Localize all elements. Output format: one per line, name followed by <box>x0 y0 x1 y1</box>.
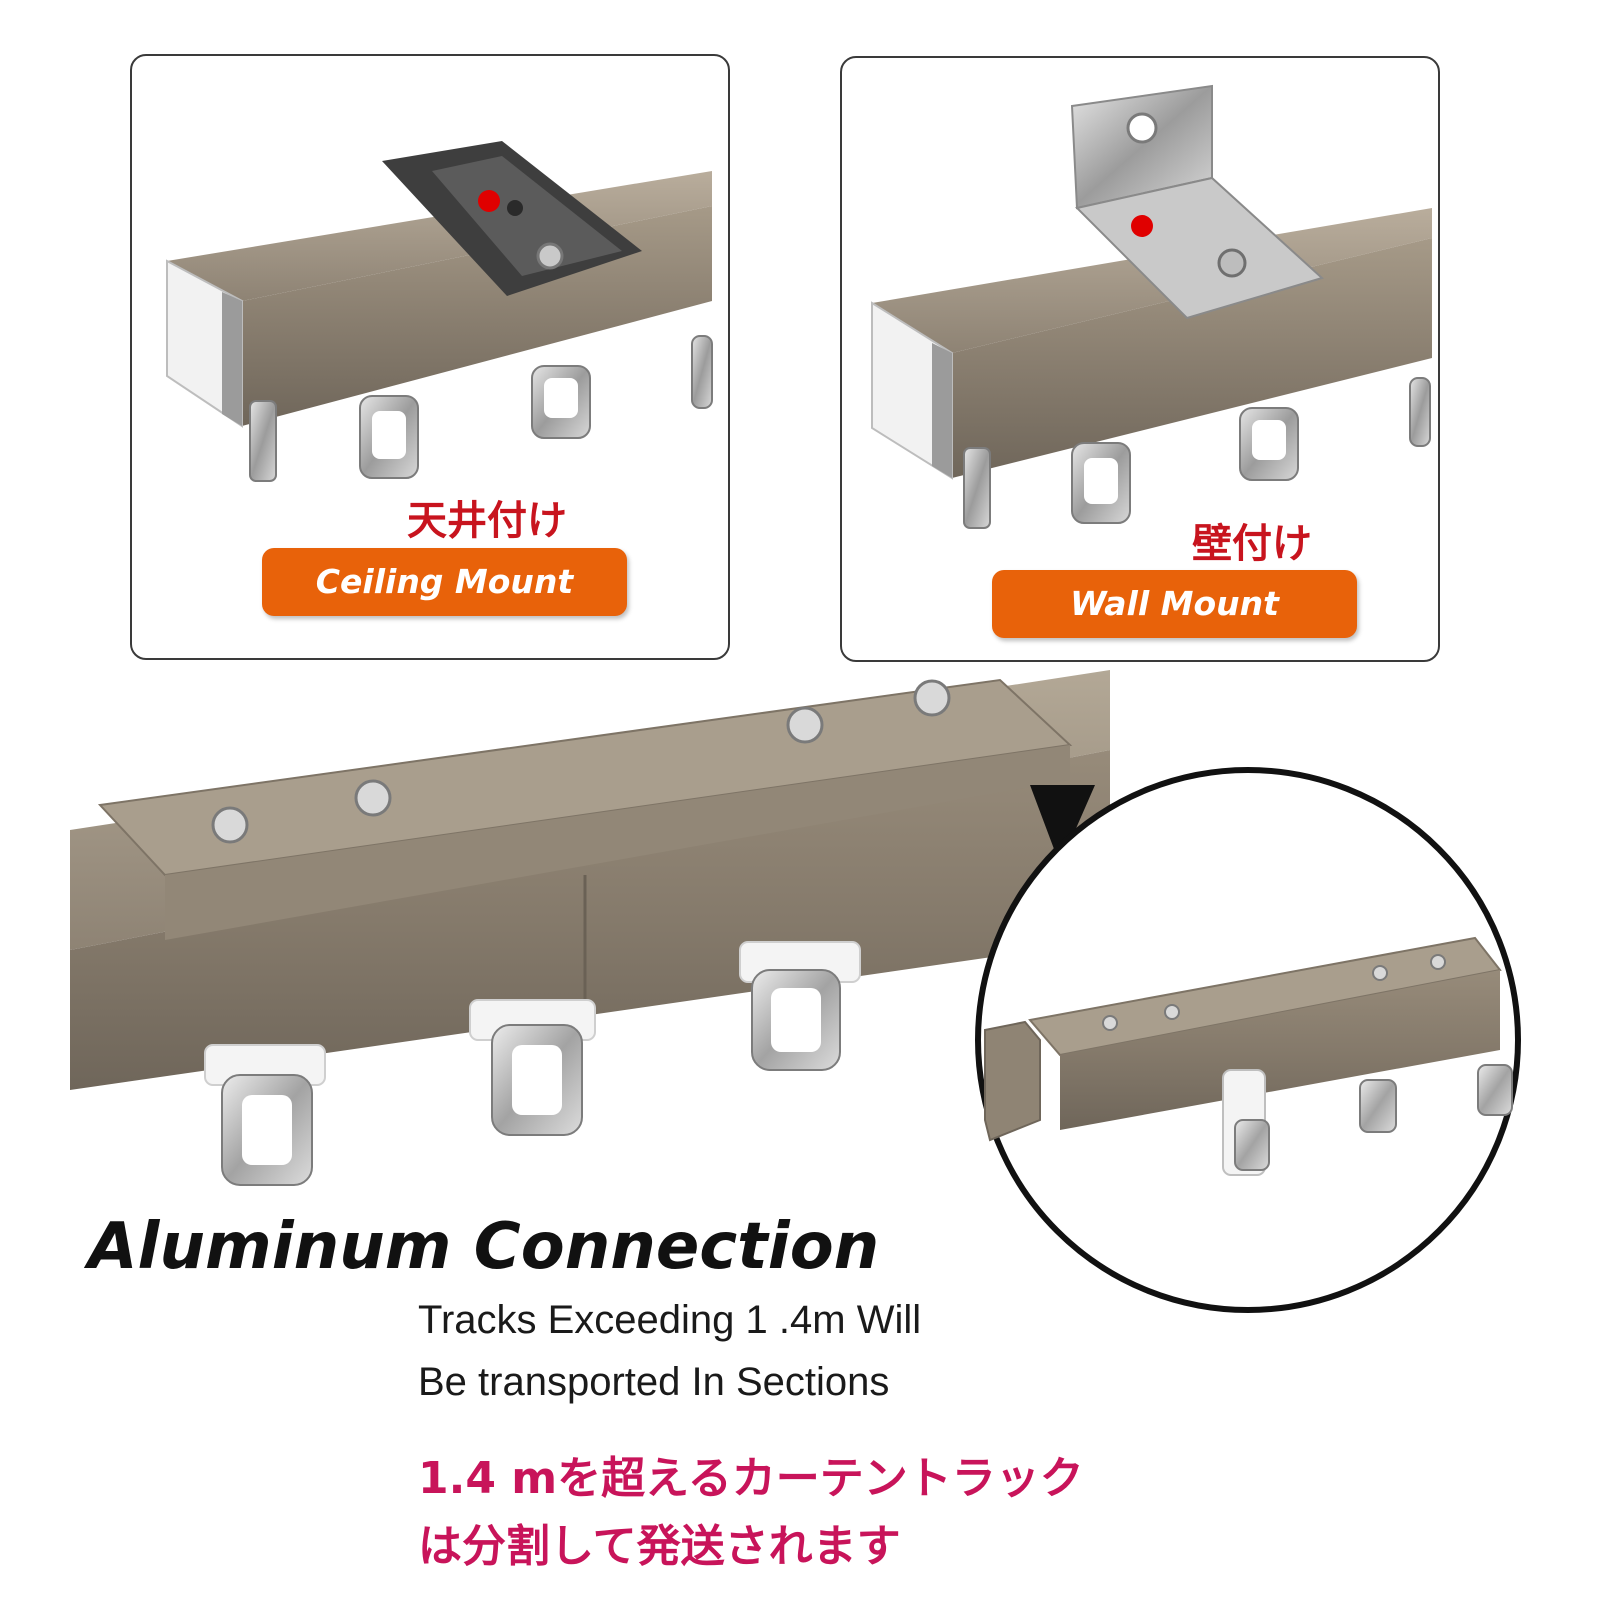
screw-icon <box>1430 954 1446 970</box>
runner-hook <box>963 447 991 529</box>
wall-mount-badge: Wall Mount <box>992 570 1357 638</box>
screw-icon <box>211 806 249 844</box>
rail-front <box>952 238 1432 478</box>
shipping-note-en-line1: Tracks Exceeding 1 .4m Will <box>418 1298 922 1342</box>
runner <box>1409 377 1431 447</box>
runner <box>1234 1119 1270 1171</box>
screw-icon <box>913 679 951 717</box>
red-marker-icon <box>478 190 500 212</box>
wall-mount-illustration <box>871 84 1432 529</box>
shipping-note-en-line2: Be transported In Sections <box>418 1360 890 1404</box>
wall-mount-jp-label: 壁付け <box>1192 521 1312 567</box>
wall-bracket-base <box>1075 176 1324 320</box>
ceiling-mount-illustration <box>166 141 713 482</box>
red-marker-icon <box>1131 215 1153 237</box>
screw-icon <box>786 706 824 744</box>
runner <box>1477 1064 1513 1116</box>
zoom-inset <box>975 767 1521 1313</box>
screw-icon <box>1372 965 1388 981</box>
shipping-note-jp-line1: 1.4 mを超えるカーテントラック <box>418 1453 1084 1504</box>
ceiling-mount-panel: 天井付け Ceiling Mount <box>130 54 730 660</box>
wall-mount-panel: 壁付け Wall Mount <box>840 56 1440 662</box>
screw-icon <box>1164 1004 1180 1020</box>
runner-hook <box>249 400 277 482</box>
screw-hole-icon <box>536 242 564 270</box>
mounting-hole-icon <box>1126 112 1158 144</box>
runner <box>1359 1079 1397 1133</box>
large-runners <box>204 941 861 1186</box>
screw-icon <box>354 779 392 817</box>
screw-hole-icon <box>1217 248 1247 278</box>
aluminum-connection-title: Aluminum Connection <box>88 1210 880 1284</box>
screw-icon <box>1102 1015 1118 1031</box>
pointer-triangle-icon <box>1030 785 1095 865</box>
aluminum-connection-illustration <box>70 670 1521 1313</box>
ceiling-mount-badge: Ceiling Mount <box>262 548 627 616</box>
shipping-note-jp-line2: は分割して発送されます <box>418 1521 901 1572</box>
ceiling-mount-jp-label: 天井付け <box>407 498 567 544</box>
main-rail-front <box>70 750 1110 1090</box>
screws <box>211 679 951 844</box>
runner <box>691 335 713 409</box>
